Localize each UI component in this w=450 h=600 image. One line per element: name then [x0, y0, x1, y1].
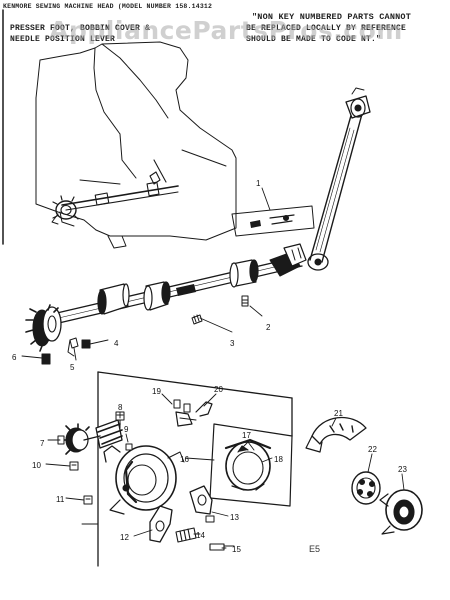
callout-5: 5: [70, 363, 75, 372]
parts-19-20: [173, 399, 213, 427]
part-13-bracket: [189, 485, 215, 523]
model-header: KENMORE SEWING MACHINE HEAD (MODEL NUMBE…: [3, 3, 213, 10]
small-drive-gear: [62, 419, 123, 455]
callout-13: 13: [230, 513, 239, 522]
left-shaft-gear: [25, 304, 62, 352]
right-shaft-crank: [269, 243, 307, 277]
parts-14-15: [175, 527, 235, 551]
note-line-2: BE REPLACED LOCALLY BY REFERENCE: [246, 24, 407, 33]
watermark: AppliancePartsPros.com: [49, 16, 403, 45]
bobbin-case-inset: [224, 438, 272, 491]
callout-21: 21: [334, 409, 343, 418]
inset-box-16-18: [209, 423, 293, 507]
callout-10: 10: [32, 461, 41, 470]
callout-17: 17: [242, 431, 251, 440]
part-1-plate: [231, 205, 315, 237]
callout-1: 1: [256, 179, 261, 188]
internal-rod-assembly: [61, 159, 179, 211]
callout-14: 14: [196, 531, 205, 540]
machine-head-outline: [35, 41, 237, 249]
upper-leader-lines: [21, 187, 271, 361]
main-shaft: [43, 255, 303, 327]
callout-19: 19: [152, 387, 161, 396]
left-note-2: NEEDLE POSITION LEVER: [10, 35, 116, 44]
lower-leader-lines: [45, 393, 405, 549]
shaft-screws: [41, 295, 249, 365]
callout-22: 22: [368, 445, 377, 454]
shuttle-assembly: [103, 445, 185, 515]
part-23-bobbin-case: [379, 489, 423, 535]
callout-23: 23: [398, 465, 407, 474]
note-line-3: SHOULD BE MADE TO CODE NT.": [246, 35, 382, 44]
callout-7: 7: [40, 439, 45, 448]
shaft-bushings: [97, 259, 259, 315]
callout-3: 3: [230, 339, 235, 348]
part-21-hook-race: [305, 416, 367, 453]
code-mark: E5: [309, 544, 320, 554]
part-12-lever: [149, 505, 173, 543]
part-22-bobbin: [351, 471, 381, 505]
callout-9: 9: [124, 425, 129, 434]
connecting-rod: [307, 87, 371, 271]
hook-gear-small: [51, 195, 79, 225]
callout-numbers: 1 2 3 4 5 6 7 8 9 10 11 12 13 14 15 16 1…: [12, 179, 407, 554]
callout-11: 11: [56, 495, 65, 504]
callout-16: 16: [180, 455, 189, 464]
callout-6: 6: [12, 353, 17, 362]
callout-2: 2: [266, 323, 271, 332]
callout-20: 20: [214, 385, 223, 394]
callout-15: 15: [232, 545, 241, 554]
lower-screws: [57, 411, 133, 505]
callout-18: 18: [274, 455, 283, 464]
note-line-1: "NON KEY NUMBERED PARTS CANNOT: [252, 12, 412, 22]
left-note-1: PRESSER FOOT, BOBBIN COVER &: [10, 24, 151, 33]
callout-4: 4: [114, 339, 119, 348]
callout-8: 8: [118, 403, 123, 412]
callout-12: 12: [120, 533, 129, 542]
